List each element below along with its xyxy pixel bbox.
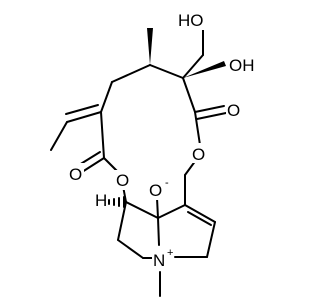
bond-c11-o-a [194, 105, 225, 113]
bond-c16-o-a [81, 157, 105, 173]
bond-c11-o-b [196, 112, 227, 120]
wedge-c13-methyl [147, 28, 153, 65]
bond-c7-c6 [117, 201, 127, 241]
bond-c8-ooxide [156, 197, 159, 219]
bond-c15-c20-a [66, 111, 102, 123]
atom-label-hydroxymethyl-oh: HO [178, 11, 204, 30]
atom-label-hydrogen: H [95, 191, 107, 210]
bond-c15-c20-b [65, 104, 99, 115]
bond-ch2-c12 [182, 54, 204, 79]
charge-oxide-minus: - [165, 177, 169, 189]
structure-canvas: HO OH O O O O O - H N + [50, 10, 257, 297]
bond-c1-c2-a [184, 204, 216, 223]
bond-c15-c16 [100, 111, 105, 159]
bond-layer [50, 27, 227, 297]
atom-label-oxide-o: O [149, 181, 162, 200]
bond-c13-c14 [111, 64, 151, 83]
charge-nitrogen-plus: + [167, 247, 173, 259]
wedge-c12-oh [183, 61, 226, 78]
bond-c16-oring [103, 157, 119, 173]
atom-label-carbonyl-o-right: O [227, 101, 240, 120]
chemical-structure-diagram: HO OH O O O O O - H N + [50, 10, 257, 297]
bond-c2-c3 [206, 221, 216, 258]
bond-c11-oring [194, 111, 201, 146]
atom-label-nitrogen: N [153, 251, 165, 270]
atom-label-ring-o-left: O [116, 171, 129, 190]
atom-label-ring-o-right: O [192, 145, 205, 164]
bond-c20-c21 [50, 121, 68, 151]
bond-c12-c13 [149, 64, 184, 79]
bond-c1-c8 [157, 204, 186, 219]
bond-c16-o-b [78, 151, 101, 166]
bond-c1-c2-b [187, 211, 212, 226]
bond-c12-c11 [182, 77, 196, 113]
atom-label-carbonyl-o-left: O [69, 165, 82, 184]
atom-label-layer: HO OH O O O O O - H N + [68, 10, 257, 270]
bond-c8-n [157, 217, 160, 246]
bond-c8-c7 [125, 201, 159, 219]
hash-c7-h [108, 196, 125, 208]
bond-c6-c5 [117, 239, 144, 259]
atom-label-tertiary-oh: OH [229, 56, 255, 75]
bond-c14-c15 [100, 81, 113, 113]
